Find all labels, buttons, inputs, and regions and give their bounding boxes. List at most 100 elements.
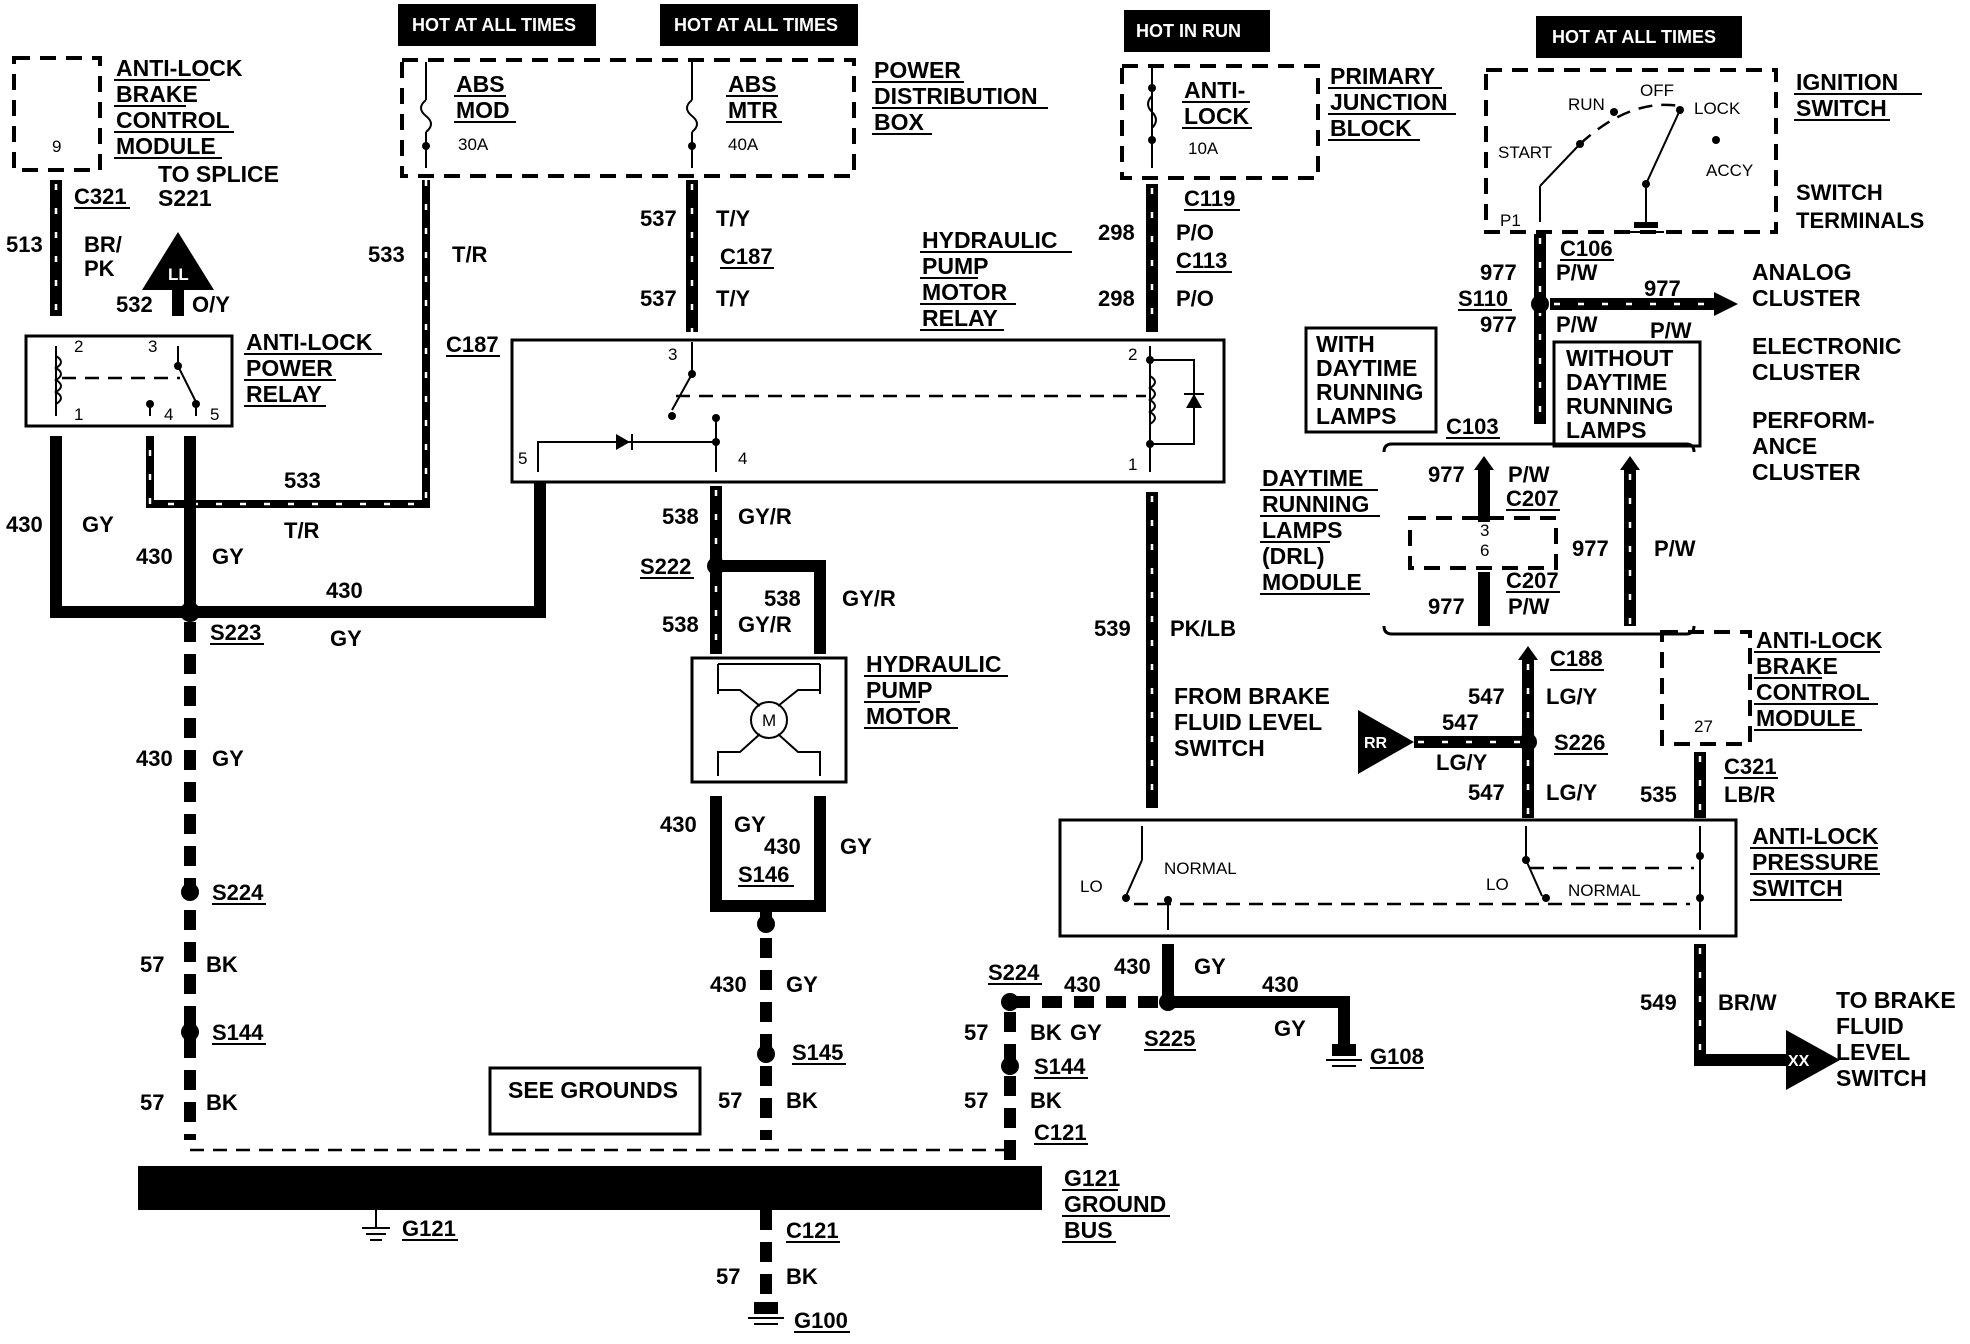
wire-430-pressure-switch: 430 GY: [1114, 944, 1226, 1002]
svg-text:430: 430: [710, 972, 747, 997]
svg-text:ACCY: ACCY: [1706, 161, 1753, 180]
svg-text:RELAY: RELAY: [922, 305, 998, 331]
svg-text:C321: C321: [74, 184, 127, 209]
svg-text:HOT AT ALL TIMES: HOT AT ALL TIMES: [412, 15, 576, 35]
svg-text:549: 549: [1640, 990, 1677, 1015]
svg-text:40A: 40A: [728, 135, 759, 154]
svg-text:977: 977: [1428, 462, 1465, 487]
svg-text:WITHOUT: WITHOUT: [1566, 345, 1673, 371]
splice-s110: S110: [1458, 286, 1549, 313]
svg-text:C321: C321: [1724, 754, 1777, 779]
drl-module: 3 6 DAYTIME RUNNING LAMPS (DRL) MODULE: [1260, 465, 1558, 595]
svg-text:MTR: MTR: [728, 97, 778, 123]
svg-text:P/O: P/O: [1176, 220, 1214, 245]
svg-text:FLUID LEVEL: FLUID LEVEL: [1174, 709, 1322, 735]
to-brake-fluid-level-switch: XX TO BRAKE FLUID LEVEL SWITCH: [1786, 987, 1956, 1091]
svg-text:GY: GY: [1070, 1020, 1102, 1045]
wire-549: 549 BR/W: [1640, 944, 1786, 1066]
svg-text:RR: RR: [1364, 735, 1388, 752]
svg-text:430: 430: [660, 812, 697, 837]
svg-text:TO BRAKE: TO BRAKE: [1836, 987, 1956, 1013]
svg-text:S224: S224: [212, 880, 264, 905]
connector-c321-right: C321: [1724, 754, 1778, 779]
svg-text:977: 977: [1572, 536, 1609, 561]
svg-text:4: 4: [164, 405, 173, 424]
svg-text:GY: GY: [212, 544, 244, 569]
svg-text:GY: GY: [786, 972, 818, 997]
svg-text:RUNNING: RUNNING: [1316, 379, 1423, 405]
svg-text:6: 6: [1480, 541, 1489, 560]
svg-text:XX: XX: [1788, 1053, 1810, 1070]
ignition-switch: RUN OFF LOCK START ACCY P1 IGNITION SWIT…: [1484, 68, 1924, 234]
primary-junction-block: ANTI- LOCK 10A PRIMARY JUNCTION BLOCK: [1120, 63, 1456, 180]
svg-text:5: 5: [210, 405, 219, 424]
svg-text:HOT AT ALL TIMES: HOT AT ALL TIMES: [674, 15, 838, 35]
svg-text:P/W: P/W: [1508, 594, 1550, 619]
wire-430-down: 430 GY: [136, 622, 244, 1140]
svg-text:DAYTIME: DAYTIME: [1566, 369, 1667, 395]
svg-text:NORMAL: NORMAL: [1568, 881, 1641, 900]
svg-text:SWITCH: SWITCH: [1796, 180, 1883, 205]
svg-text:CLUSTER: CLUSTER: [1752, 285, 1861, 311]
svg-text:SEE GROUNDS: SEE GROUNDS: [508, 1077, 678, 1103]
svg-text:3: 3: [668, 345, 677, 364]
svg-text:BK: BK: [786, 1264, 818, 1289]
svg-text:537: 537: [640, 206, 677, 231]
svg-text:C121: C121: [786, 1218, 839, 1243]
svg-text:PRESSURE: PRESSURE: [1752, 849, 1879, 875]
svg-text:BRAKE: BRAKE: [1756, 653, 1838, 679]
connector-c187-left: C187: [446, 332, 500, 357]
svg-text:GY: GY: [82, 512, 114, 537]
svg-text:GY: GY: [1274, 1016, 1306, 1041]
svg-text:CONTROL: CONTROL: [116, 107, 230, 133]
svg-text:BRAKE: BRAKE: [116, 81, 198, 107]
svg-text:BR/W: BR/W: [1718, 990, 1777, 1015]
svg-text:298: 298: [1098, 286, 1135, 311]
svg-text:533: 533: [368, 242, 405, 267]
wire-537: 537 T/Y 537 T/Y: [640, 180, 751, 332]
svg-text:C119: C119: [1184, 186, 1235, 211]
svg-text:BK: BK: [1030, 1088, 1062, 1113]
svg-text:HOT IN RUN: HOT IN RUN: [1136, 21, 1241, 41]
svg-text:GY/R: GY/R: [738, 504, 792, 529]
anti-lock-power-relay: 2 3 1 4 5 ANTI-LOCK POWER RELAY: [24, 329, 382, 428]
svg-text:NORMAL: NORMAL: [1164, 859, 1237, 878]
svg-text:30A: 30A: [458, 135, 489, 154]
svg-text:T/Y: T/Y: [716, 286, 751, 311]
wire-513: 513 BR/ PK: [6, 180, 122, 316]
svg-text:PUMP: PUMP: [922, 253, 988, 279]
to-splice-s221-label: TO SPLICE S221: [158, 161, 279, 211]
splice-s224-right: S224: [988, 960, 1042, 1011]
svg-text:BOX: BOX: [874, 109, 925, 135]
svg-text:P/W: P/W: [1508, 462, 1550, 487]
svg-text:C207: C207: [1506, 568, 1559, 593]
wire-535: 535 LB/R: [1640, 752, 1775, 818]
svg-text:532: 532: [116, 292, 153, 317]
svg-text:LO: LO: [1486, 875, 1509, 894]
svg-text:JUNCTION: JUNCTION: [1330, 89, 1448, 115]
svg-text:ABS: ABS: [728, 71, 777, 97]
svg-text:FROM BRAKE: FROM BRAKE: [1174, 683, 1330, 709]
svg-text:P/W: P/W: [1650, 318, 1692, 343]
svg-text:O/Y: O/Y: [192, 292, 230, 317]
svg-text:PK: PK: [84, 256, 115, 281]
svg-text:DAYTIME: DAYTIME: [1262, 465, 1363, 491]
svg-text:BK: BK: [206, 1090, 238, 1115]
svg-text:9: 9: [52, 137, 61, 156]
wire-430-relay-pin5: 430 GY: [136, 436, 244, 612]
svg-text:G100: G100: [794, 1308, 848, 1333]
svg-text:547: 547: [1468, 684, 1505, 709]
svg-text:GY/R: GY/R: [842, 586, 896, 611]
ground-g108: G108: [1326, 1044, 1424, 1069]
svg-text:M: M: [762, 711, 776, 730]
svg-text:LEVEL: LEVEL: [1836, 1039, 1910, 1065]
svg-text:G121: G121: [1064, 1165, 1120, 1191]
svg-text:GY: GY: [212, 746, 244, 771]
analog-cluster: ANALOG CLUSTER: [1752, 259, 1861, 311]
svg-text:537: 537: [640, 286, 677, 311]
svg-text:SWITCH: SWITCH: [1752, 875, 1843, 901]
svg-text:PRIMARY: PRIMARY: [1330, 63, 1435, 89]
svg-text:S145: S145: [792, 1040, 843, 1065]
svg-text:P/O: P/O: [1176, 286, 1214, 311]
svg-text:S225: S225: [1144, 1026, 1195, 1051]
